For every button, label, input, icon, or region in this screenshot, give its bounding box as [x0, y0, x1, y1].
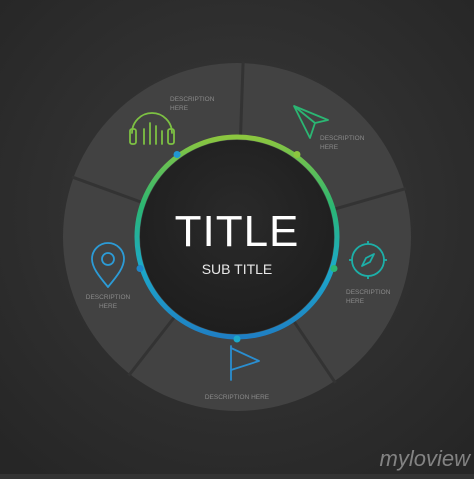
segment-5-description-line-1: DESCRIPTION	[86, 294, 131, 301]
segment-4: DESCRIPTION HERE	[205, 345, 270, 401]
segment-4-description: DESCRIPTION HERE	[205, 394, 270, 401]
ring-notch-1	[293, 150, 301, 158]
segment-3: DESCRIPTION HERE	[346, 241, 391, 305]
ring-notch-3	[233, 335, 241, 343]
watermark: myloview	[380, 446, 473, 471]
ring-notch-2	[330, 265, 338, 273]
segment-5: DESCRIPTION HERE	[86, 242, 131, 310]
segment-5-description-line-2: HERE	[99, 303, 118, 310]
divider-line-1	[239, 61, 245, 136]
segment-1: DESCRIPTION HERE	[129, 96, 215, 145]
segment-2-description-line-2: HERE	[320, 144, 339, 151]
segment-1-description-line-2: HERE	[170, 105, 189, 112]
ring-notch-4	[136, 265, 144, 273]
flag-icon	[230, 345, 260, 381]
center-disc	[140, 140, 334, 334]
divider-line-2	[334, 187, 407, 211]
divider-line-4	[127, 316, 176, 377]
divider-line-5	[71, 175, 142, 204]
segment-3-description-line-2: HERE	[346, 298, 365, 305]
segment-2: DESCRIPTION HERE	[293, 105, 365, 151]
divider-line-3	[292, 320, 337, 384]
send-arrow-icon	[293, 105, 329, 139]
compass-icon	[349, 241, 387, 279]
center-subtitle: SUB TITLE	[202, 261, 273, 277]
ring-notches	[136, 150, 338, 343]
segment-3-description-line-1: DESCRIPTION	[346, 289, 391, 296]
segment-dividers	[71, 61, 407, 384]
center-title: TITLE	[175, 207, 300, 256]
headphones-icon	[129, 112, 175, 145]
segment-2-description-line-1: DESCRIPTION	[320, 135, 365, 142]
map-pin-icon	[91, 242, 125, 288]
segment-1-description-line-1: DESCRIPTION	[170, 96, 215, 103]
ring-notch-5	[173, 150, 181, 158]
